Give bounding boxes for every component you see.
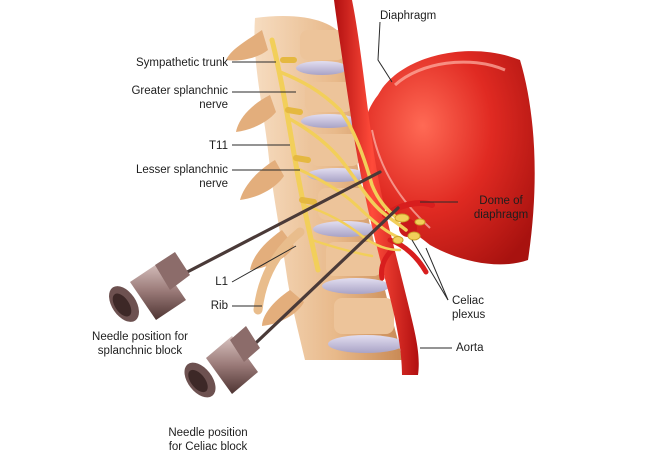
label-needle-celiac: Needle position for Celiac block	[138, 426, 278, 454]
needle-splanchnic	[109, 170, 382, 322]
label-needle-celiac-line2: for Celiac block	[168, 441, 248, 453]
label-greater-splanchnic-line1: Greater splanchnic	[131, 85, 228, 97]
label-rib: Rib	[210, 300, 228, 312]
label-needle-celiac-line1: Needle position	[168, 427, 248, 439]
label-l1: L1	[215, 276, 228, 288]
label-dome-line1: Dome of	[479, 195, 523, 207]
label-greater-splanchnic-nerve: Greater splanchnic nerve	[96, 84, 228, 112]
label-needle-splanchnic-line1: Needle position for	[92, 331, 188, 343]
label-diaphragm: Diaphragm	[380, 10, 437, 22]
label-greater-splanchnic-line2: nerve	[199, 99, 228, 111]
label-dome-of-diaphragm: Dome of diaphragm	[458, 194, 544, 222]
label-celiac-line1: Celiac	[452, 295, 484, 307]
celiac-plexus-ganglia	[392, 213, 426, 244]
label-aorta: Aorta	[456, 342, 484, 354]
intervertebral-discs	[296, 61, 404, 353]
label-needle-splanchnic-line2: splanchnic block	[97, 345, 183, 357]
needle-celiac	[184, 206, 400, 398]
label-t11: T11	[209, 140, 228, 152]
label-celiac-line2: plexus	[452, 309, 486, 321]
label-lesser-splanchnic-line2: nerve	[199, 178, 228, 190]
label-needle-splanchnic: Needle position for splanchnic block	[70, 330, 210, 358]
leader-lines	[231, 21, 458, 349]
nerve-network	[269, 37, 408, 273]
rib-shape	[253, 227, 305, 315]
label-celiac-plexus: Celiac plexus	[452, 294, 485, 322]
label-lesser-splanchnic-nerve: Lesser splanchnic nerve	[96, 163, 228, 191]
label-lesser-splanchnic-line1: Lesser splanchnic	[135, 164, 228, 176]
diaphragm-shape	[362, 51, 535, 265]
label-sympathetic-trunk: Sympathetic trunk	[135, 57, 228, 69]
label-dome-line2: diaphragm	[473, 209, 529, 221]
